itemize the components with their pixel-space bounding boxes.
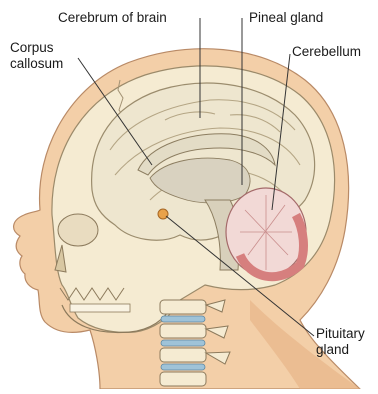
- label-corpus-line2: callosum: [10, 56, 63, 72]
- label-pituitary-gland: Pituitary gland: [316, 326, 365, 358]
- label-corpus-line1: Corpus: [10, 40, 63, 56]
- label-cerebrum: Cerebrum of brain: [58, 10, 167, 26]
- lower-teeth: [70, 304, 130, 312]
- label-cerebellum: Cerebellum: [292, 44, 361, 60]
- label-pineal-gland: Pineal gland: [249, 10, 323, 26]
- label-pituitary-line1: Pituitary: [316, 326, 365, 342]
- label-corpus-callosum: Corpus callosum: [10, 40, 63, 72]
- pituitary-gland: [158, 209, 168, 219]
- cerebellum: [226, 188, 306, 277]
- label-pituitary-line2: gland: [316, 342, 365, 358]
- eye-socket: [58, 214, 98, 246]
